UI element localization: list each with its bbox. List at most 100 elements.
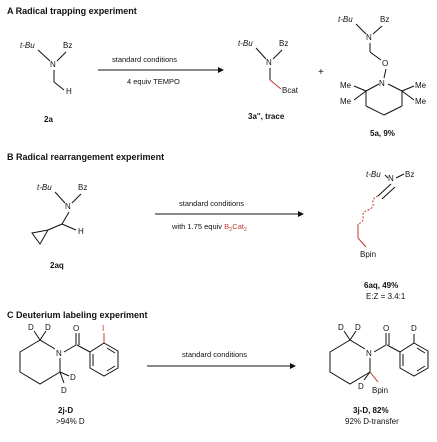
product-3a: t-Bu N Bz Bcat 3a'', trace [238,39,299,121]
tbu-label: t-Bu [338,15,353,24]
bond [255,47,267,60]
hydrogen-label: H [66,87,72,96]
bond [383,68,387,79]
hydrogen-label: H [78,227,84,236]
bond [369,51,382,61]
bond [416,347,426,354]
arrow-condition-prefix: with 1.75 equiv [171,222,224,231]
reagent-subscript: 2 [244,227,247,233]
deuterium-label: D [358,382,364,391]
cyclopropyl-ring [31,229,49,245]
tbu-label: t-Bu [37,183,52,192]
substrate-2a: t-Bu N Bz H 2a [20,41,72,124]
deuterium-label: D [70,373,76,382]
bond [384,174,389,179]
product-6aq: t-Bu N Bz Bpin 6aq, 49% E:Z = 3.4:1 [357,170,414,301]
oxygen-label: O [383,324,389,333]
arrow-condition-top: standard conditions [179,199,244,208]
compound-label-2j-d: 2j-D [58,406,73,415]
substrate-2aq: t-Bu N Bz H 2aq [31,183,87,270]
deuterium-label: D [338,323,344,332]
section-b-title: B Radical rearrangement experiment [7,152,164,162]
compound-label-text: 3a'', trace [248,112,285,121]
wavy-bond [357,195,379,225]
reaction-arrow-a: standard conditions 4 equiv TEMPO [98,55,224,86]
deuterium-label: D [61,386,67,395]
compound-label-2aq: 2aq [50,261,64,270]
methyl-label: Me [340,81,352,90]
piperidine-ring [19,339,61,385]
arrow-condition-top: standard conditions [112,55,177,64]
oxygen-label: O [73,324,79,333]
isomer-ratio: E:Z = 3.4:1 [366,292,406,301]
substrate-2j-d: N D D D D O I 2j-D >94% D [19,323,119,426]
deuterium-label: D [411,324,417,333]
bond [355,23,367,35]
bcat-label: Bcat [282,86,299,95]
bond [106,347,116,354]
reaction-arrow-c: standard conditions [147,350,296,369]
section-c-title: C Deuterium labeling experiment [7,310,148,320]
bond [365,83,380,92]
methyl-label: Me [340,97,352,106]
bond [59,371,70,377]
nitrogen-label: N [56,349,62,358]
arrowhead-icon [290,363,296,369]
iodine-label: I [102,324,104,333]
arrow-condition-bottom: with 1.75 equiv B2Cat2 [171,222,247,233]
nitrogen-label: N [266,58,272,67]
bond [39,330,47,341]
compound-label-2a: 2a [44,115,53,124]
methyl-label: Me [415,97,427,106]
piperidine-ring [329,339,371,385]
bond [373,344,387,353]
d-transfer-percent: 92% D-transfer [345,417,399,426]
tbu-label: t-Bu [366,170,381,179]
bz-label: Bz [380,15,389,24]
compound-label-3a: 3a'', trace [248,112,285,121]
nitrogen-label: N [50,60,56,69]
bond [395,173,405,179]
oxygen-label: O [382,59,388,68]
reagent-subscript: 2 [229,227,232,233]
bond [63,344,77,353]
arrow-condition-bottom: 4 equiv TEMPO [127,77,180,86]
arrowhead-icon [218,67,224,73]
bz-label: Bz [63,41,72,50]
bond [353,90,367,101]
n-label-bg [365,348,374,358]
nitrogen-label: N [366,349,372,358]
bond [386,344,401,353]
product-5a: t-Bu N Bz O N Me Me Me Me 5a, 9% [338,15,427,138]
n-label-bg [55,348,64,358]
tbu-label: t-Bu [238,39,253,48]
nitrogen-label: N [379,79,385,88]
bpin-label: Bpin [372,386,388,395]
bond [33,330,41,341]
reagent-b: B [224,222,229,231]
bz-label: Bz [405,170,414,179]
bond [363,371,371,381]
reaction-arrow-b: standard conditions with 1.75 equiv B2Ca… [155,199,304,233]
nitrogen-label: N [366,33,372,42]
bond [353,85,367,92]
tbu-label: t-Bu [20,41,35,50]
bond [343,330,351,341]
benzene-ring [89,342,119,377]
bond [381,186,396,200]
reagent-cat: Cat [232,222,245,231]
bond [401,90,415,101]
bond [272,49,283,60]
bond [54,191,66,204]
bond-to-boron [369,371,379,383]
bond [106,365,116,372]
bz-label: Bz [279,39,288,48]
bond [61,223,77,231]
bond-to-boron [269,79,282,90]
compound-label-3j-d: 3j-D, 82% [353,406,389,415]
arrowhead-icon [298,211,304,217]
deuterium-purity: >94% D [56,417,85,426]
bond [76,344,91,353]
